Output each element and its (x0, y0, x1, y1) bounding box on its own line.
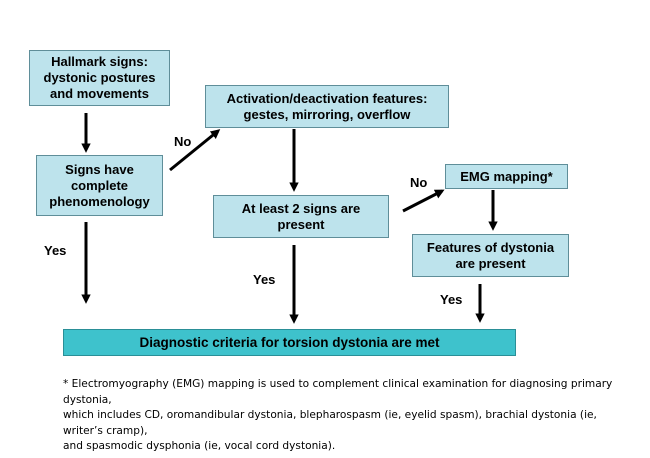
arrow-complete-to-activation (169, 129, 221, 172)
yes-label-2: Yes (253, 272, 276, 287)
emg-mapping-box: EMG mapping* (445, 164, 568, 189)
no-label-2: No (410, 175, 428, 190)
footnote: * Electromyography (EMG) mapping is used… (63, 378, 613, 452)
two-signs-box: At least 2 signs are present (213, 195, 389, 238)
activation-features-box: Activation/deactivation features: gestes… (205, 85, 449, 128)
no-label-1: No (174, 134, 192, 149)
arrow-twosigns-to-emg (402, 189, 445, 213)
dystonia-features-box: Features of dystonia are present (412, 234, 569, 277)
complete-phenomenology-box: Signs have complete phenomenology (36, 155, 163, 216)
diagnostic-criteria-box: Diagnostic criteria for torsion dystonia… (63, 329, 516, 356)
yes-label-3: Yes (440, 292, 463, 307)
yes-label-1: Yes (44, 243, 67, 258)
hallmark-signs-box: Hallmark signs: dystonic postures and mo… (29, 50, 170, 106)
